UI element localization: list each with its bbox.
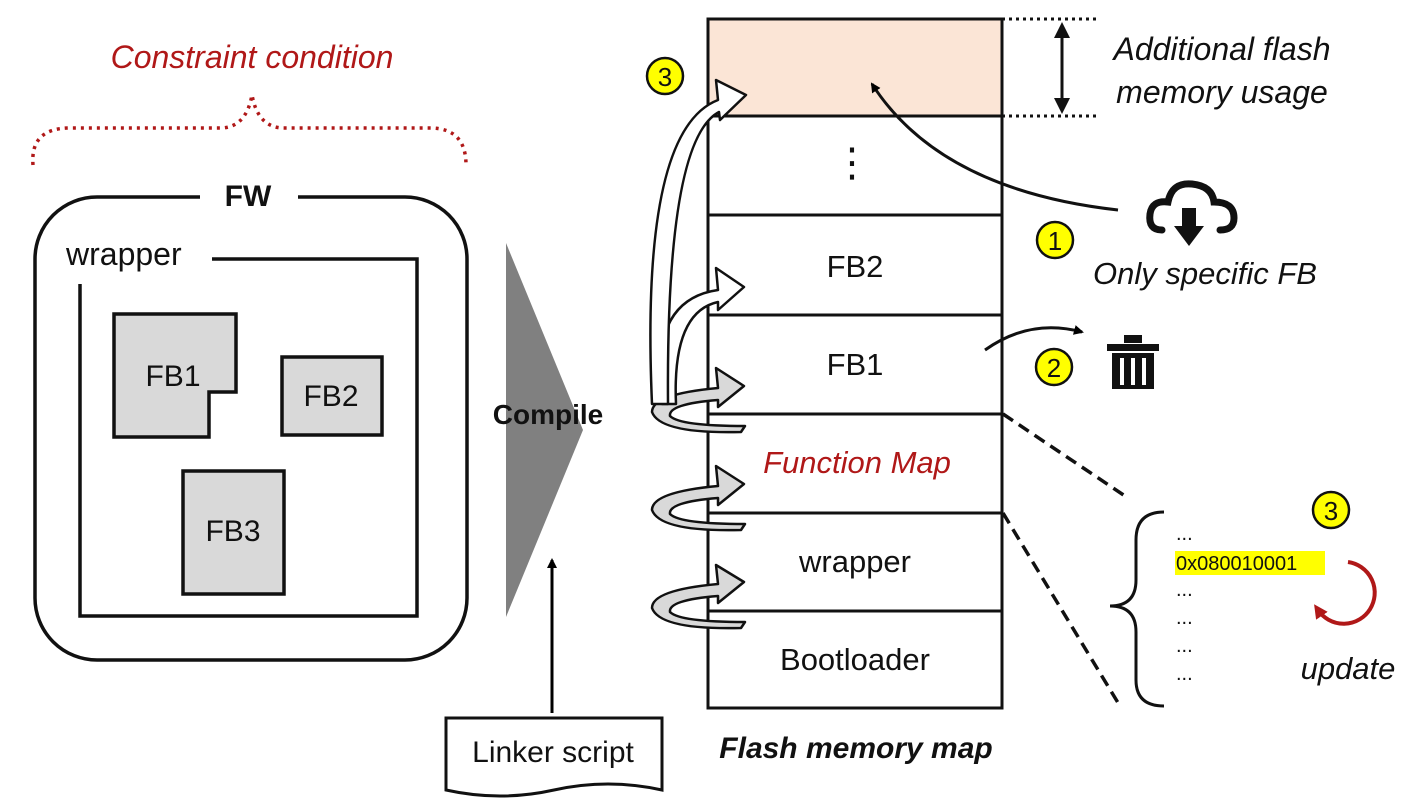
detail-line-2: ... [1176,579,1193,601]
step-badges: 3 1 2 3 [645,56,1351,530]
step-badge-label: 3 [1324,496,1338,526]
detail-line-address: 0x080010001 [1176,553,1297,575]
link-arrow-fb1 [650,366,747,434]
fb3-block [181,469,286,596]
fb1-label: FB1 [145,360,200,393]
link-arrow-additional [649,78,748,406]
usage-arrowhead-top [1054,22,1070,38]
usage-arrowhead-bottom [1054,98,1070,114]
detail-line-5: ... [1176,663,1193,685]
function-map-detail: ... 0x080010001 ... ... ... ... update [1001,412,1396,708]
firmware-section: Constraint condition FW wrapper FB1 FB2 … [31,39,469,662]
address-highlight [1175,551,1325,575]
wrapper-box [78,257,419,618]
update-arrow [1314,560,1377,626]
detail-line-0: ... [1176,523,1193,545]
additional-area [708,19,1002,116]
step-badge [645,56,685,96]
only-specific-fb-label: Only specific FB [1093,256,1317,291]
fb1-block [112,312,238,439]
additional-usage-line2: memory usage [1116,74,1328,110]
download-flow: Only specific FB [870,82,1317,291]
memory-row-wrapper: wrapper [798,544,911,579]
delete-flow [984,325,1159,389]
step-badge [1311,490,1351,530]
link-arrows [649,78,748,630]
compile-section: Compile Linker script [444,243,664,798]
step-badge-label: 3 [658,62,672,92]
memory-row-fb1: FB1 [827,347,884,382]
compile-triangle [506,243,583,617]
wrapper-label: wrapper [65,236,182,272]
detail-line-3: ... [1176,607,1193,629]
constraint-label: Constraint condition [111,39,394,75]
additional-usage-line1: Additional flash [1111,31,1330,67]
trash-icon [1107,335,1159,389]
memory-ellipsis: ⋮ [832,141,872,185]
step-badge-label: 1 [1048,226,1062,256]
step-badge [1035,220,1075,260]
update-label: update [1301,651,1396,686]
flash-memory-map: ⋮ FB2 FB1 Function Map wrapper Bootloade… [706,17,1004,765]
memory-row-function-map: Function Map [763,445,951,480]
fw-label: FW [225,180,272,213]
memory-outline [706,17,1004,710]
delete-arrow [984,325,1084,352]
zoom-line-top [1002,412,1126,498]
fb2-label: FB2 [303,380,358,413]
fb2-block [280,355,384,437]
step-badge-label: 2 [1047,353,1061,383]
memory-row-fb2: FB2 [827,249,884,284]
zoom-line-bottom [1001,512,1122,707]
memory-map-caption: Flash memory map [719,732,992,765]
constraint-brace [31,94,468,166]
step-badge [1034,347,1074,387]
cloud-download-icon [1146,180,1238,246]
fw-label-bg [200,178,298,216]
fb3-label: FB3 [205,515,260,548]
linker-script-label: Linker script [472,736,634,769]
additional-usage-guides: Additional flash memory usage [1002,17,1331,118]
linker-script-doc [444,716,664,798]
compile-label: Compile [493,399,603,430]
download-arrow [870,82,1119,212]
link-arrow-bottom [650,563,747,630]
memory-row-bootloader: Bootloader [780,642,930,677]
link-arrow-function-map [650,464,747,532]
detail-line-4: ... [1176,635,1193,657]
detail-brace [1109,510,1165,708]
